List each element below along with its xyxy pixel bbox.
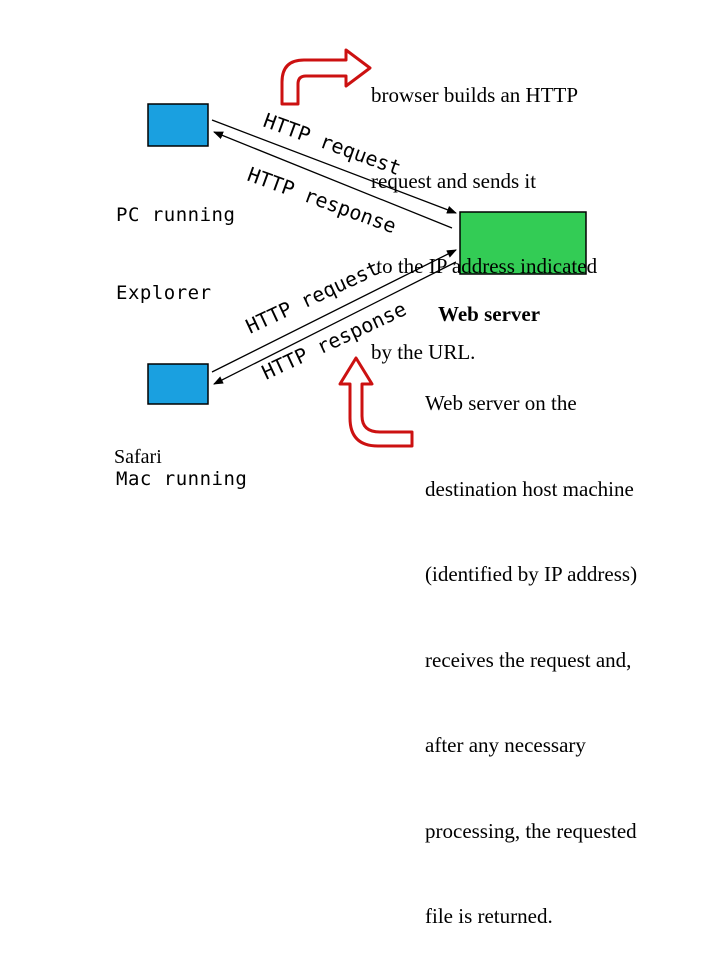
- server-note-line5: after any necessary: [425, 733, 586, 757]
- mac-label-line1: Mac running: [116, 468, 248, 490]
- web-server-title: Web server: [438, 302, 541, 326]
- pc-label-line1: PC running: [116, 204, 236, 226]
- bottom-response-arrow: [213, 261, 457, 385]
- browser-note-line1: browser builds an HTTP: [371, 83, 579, 107]
- browser-note: browser builds an HTTP request and sends…: [371, 24, 597, 395]
- bottom-request-arrow: [211, 249, 457, 373]
- server-note-line7: file is returned.: [425, 904, 553, 928]
- pc-label-line2: Explorer: [116, 282, 212, 304]
- server-note: Web server on the destination host machi…: [425, 332, 637, 959]
- pc-client-box: [147, 103, 209, 147]
- browser-note-line3: to the IP address indicated: [371, 254, 598, 278]
- server-note-line4: receives the request and,: [425, 647, 632, 672]
- top-request-arrow: [211, 119, 457, 214]
- server-callout-arrow: [338, 356, 414, 448]
- browser-note-line4: by the URL.: [371, 339, 476, 364]
- browser-callout-arrow: [280, 48, 372, 106]
- mac-client-label: Mac running: [116, 414, 247, 518]
- server-note-line6: processing, the requested: [425, 818, 637, 843]
- top-response-arrow: [213, 131, 453, 229]
- http-diagram: HTTP request HTTP response HTTP request …: [147, 48, 587, 448]
- server-note-line3: (identified by IP address): [425, 562, 638, 586]
- browser-note-line2: request and sends it: [371, 168, 537, 193]
- web-server-box: [459, 211, 587, 275]
- server-note-line2: destination host machine: [425, 476, 634, 501]
- mac-label-line2: Safari: [114, 446, 162, 468]
- mac-client-box: [147, 363, 209, 405]
- pc-client-label: PC running Explorer: [116, 150, 235, 332]
- server-note-line1: Web server on the: [425, 391, 577, 415]
